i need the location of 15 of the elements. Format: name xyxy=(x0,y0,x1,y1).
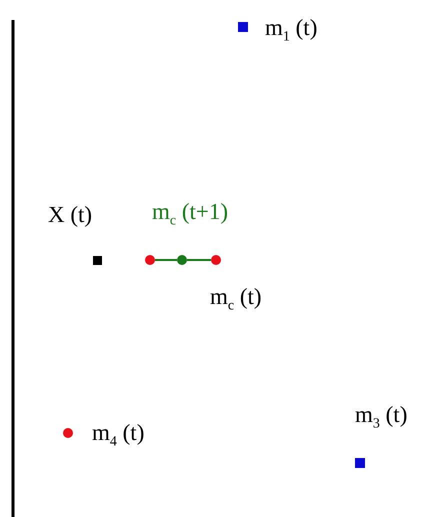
point-label: m$_{3}$ (t) xyxy=(355,403,408,432)
dot-marker xyxy=(211,255,221,265)
connector-line xyxy=(187,259,211,261)
point-label: m$_{1}$ (t) xyxy=(265,16,318,45)
point-label: m$_{c}$ (t+1) xyxy=(152,200,228,229)
dot-marker xyxy=(145,255,155,265)
dot-marker xyxy=(177,255,187,265)
point-label: m$_{c}$ (t) xyxy=(210,285,262,314)
square-marker xyxy=(238,22,248,32)
dot-marker xyxy=(63,428,73,438)
connector-line xyxy=(155,259,177,261)
point-label: X (t) xyxy=(48,203,92,226)
square-marker xyxy=(355,458,365,468)
point-label: m$_{4}$ (t) xyxy=(92,421,144,450)
square-marker xyxy=(92,256,102,264)
